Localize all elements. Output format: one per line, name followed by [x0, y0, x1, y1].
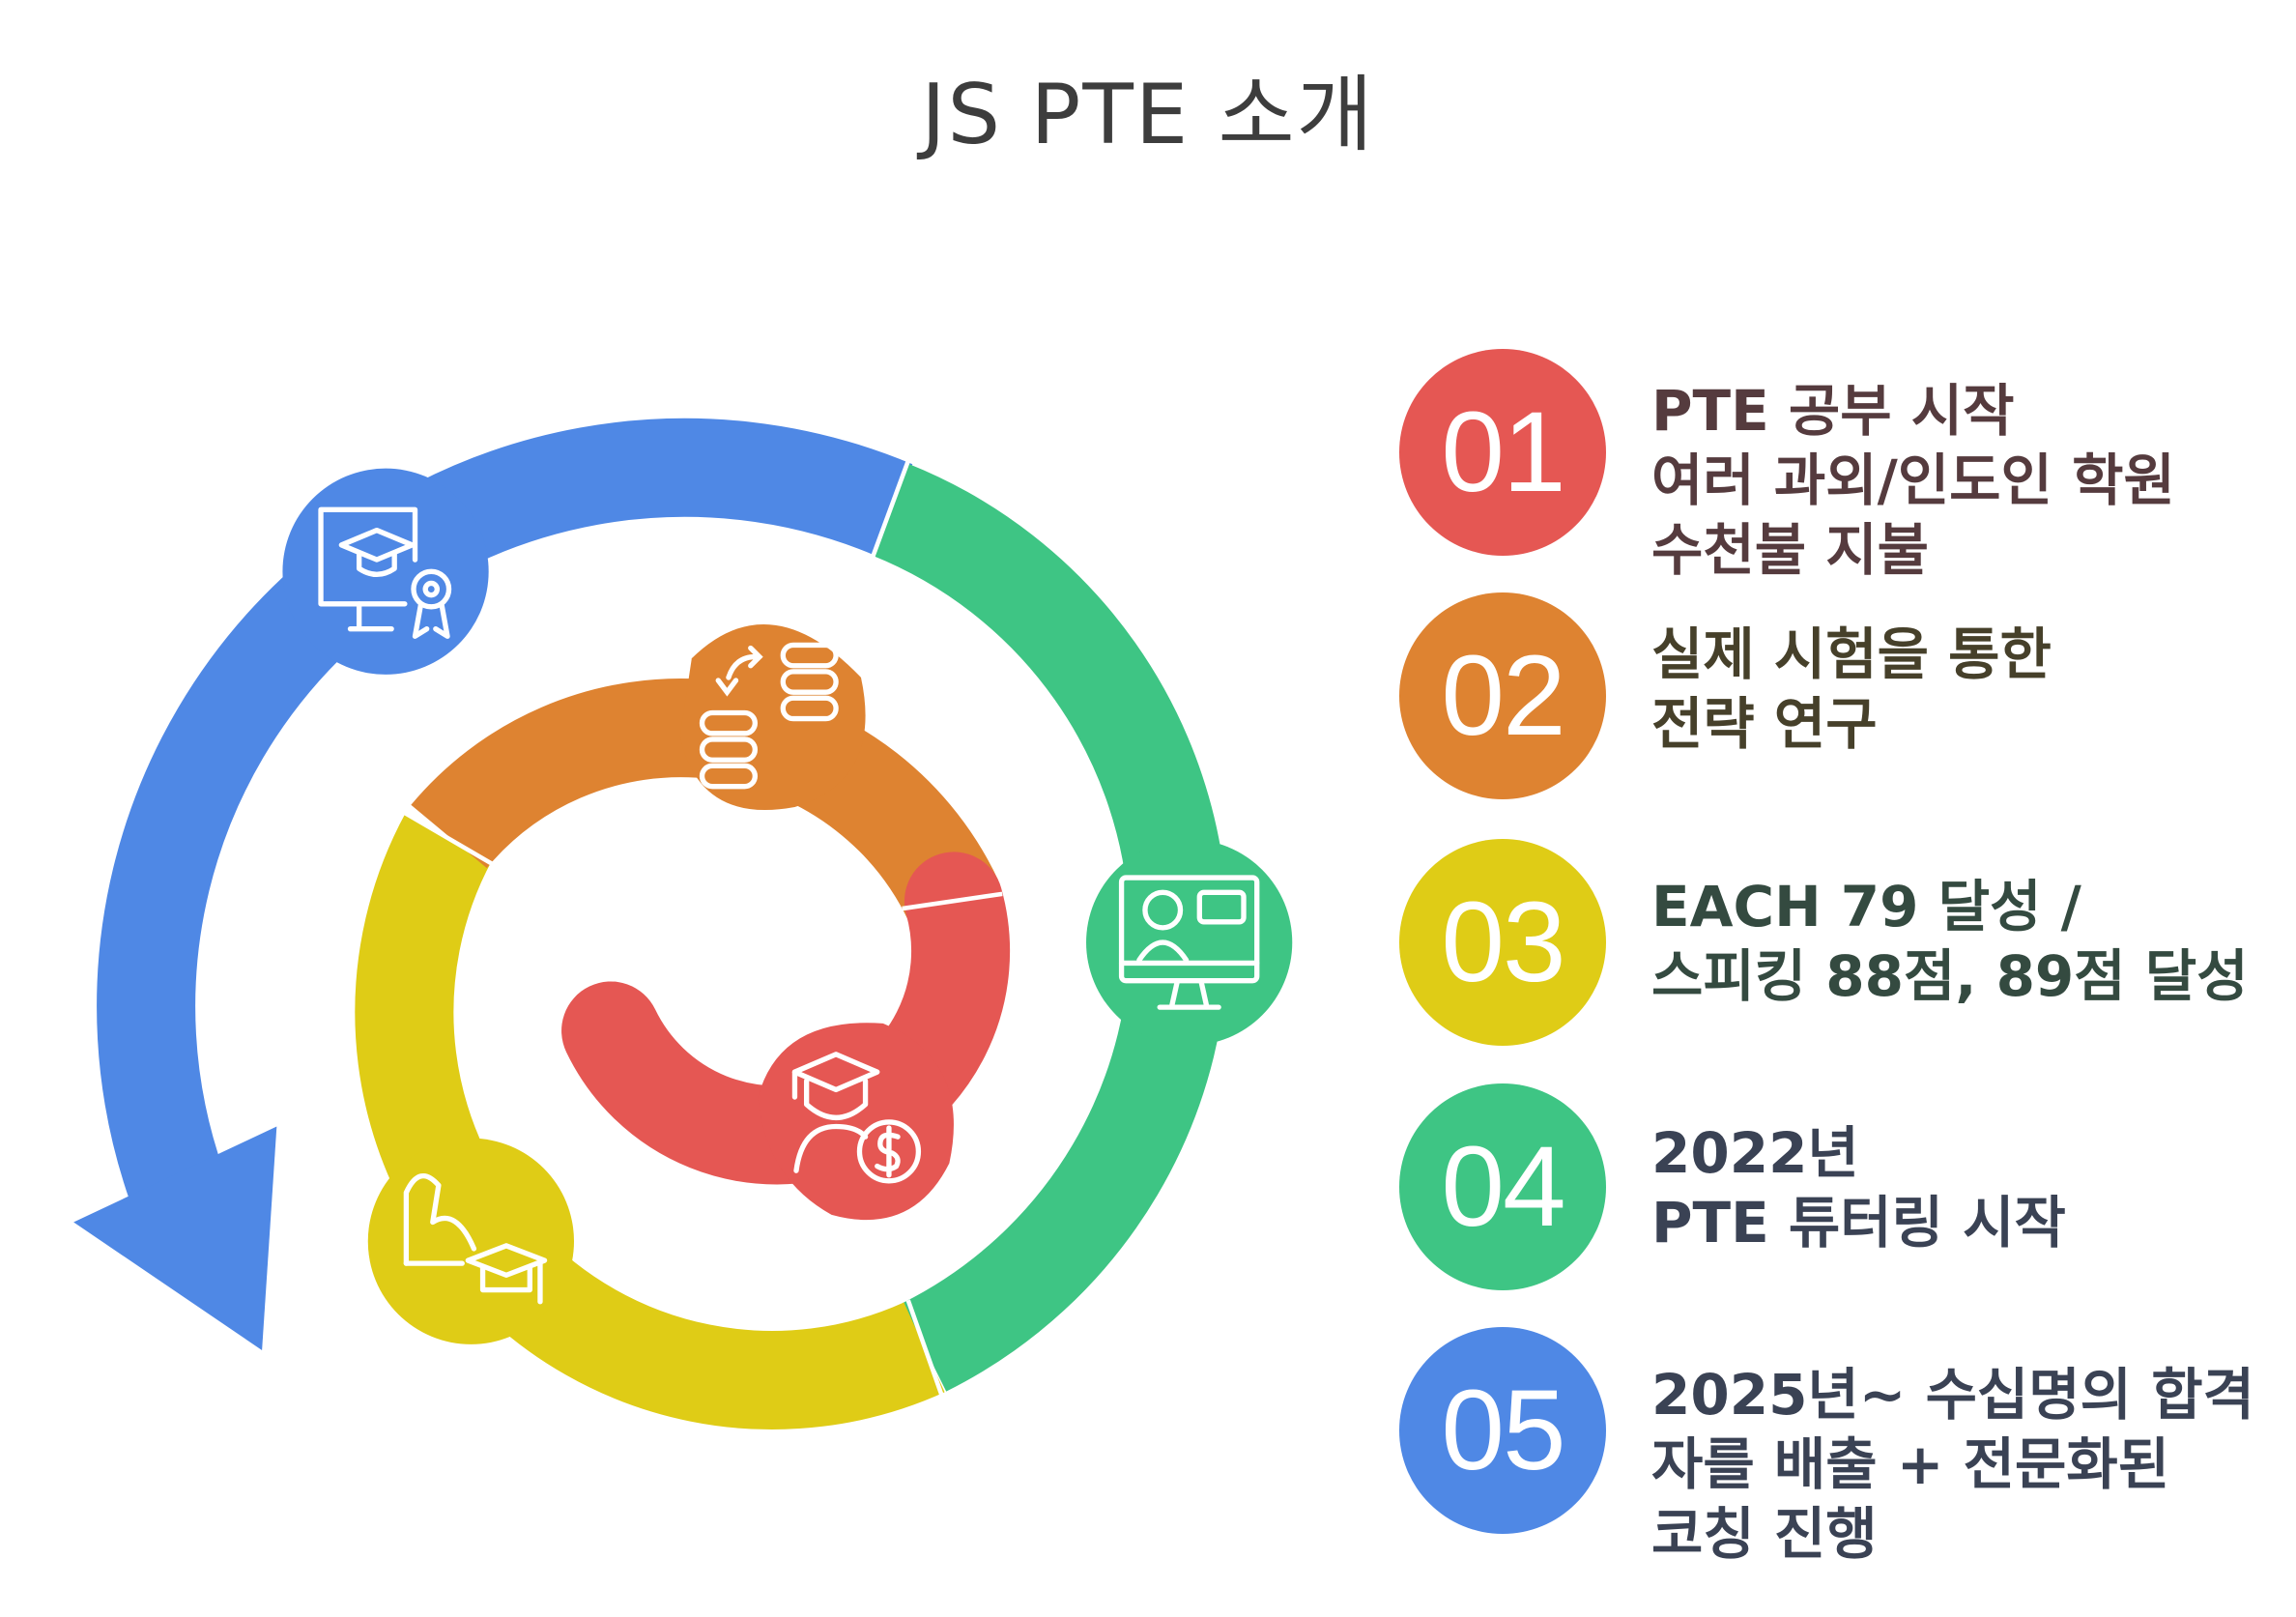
step-number-badge: 05	[1399, 1327, 1606, 1534]
step-04: 04 2022년 PTE 튜터링 시작	[1399, 1083, 2269, 1290]
step-text: EACH 79 달성 / 스피킹 88점, 89점 달성	[1651, 874, 2249, 1009]
page-title: JS PTE 소개	[921, 67, 1375, 163]
arrowhead	[73, 1126, 277, 1350]
step-03: 03 EACH 79 달성 / 스피킹 88점, 89점 달성	[1399, 839, 2269, 1046]
step-number-badge: 02	[1399, 592, 1606, 799]
online-tutor-icon	[1086, 839, 1293, 1046]
step-text: 2025년~ 수십명의 합격 자를 배출 + 전문화된 코칭 진행	[1651, 1362, 2254, 1567]
graduate-dollar-icon	[758, 1023, 954, 1221]
step-text: PTE 공부 시작 여러 과외/인도인 학원 수천불 지불	[1651, 378, 2175, 583]
step-number-badge: 01	[1399, 349, 1606, 556]
step-01: 01 PTE 공부 시작 여러 과외/인도인 학원 수천불 지불	[1399, 349, 2269, 583]
step-number-badge: 03	[1399, 839, 1606, 1046]
step-number-badge: 04	[1399, 1083, 1606, 1290]
flex-graduation-icon	[367, 1138, 574, 1344]
step-02: 02 실제 시험을 통한 전략 연구	[1399, 592, 2269, 799]
step-text: 실제 시험을 통한 전략 연구	[1651, 621, 2052, 757]
database-sync-icon	[679, 623, 866, 811]
step-text: 2022년 PTE 튜터링 시작	[1651, 1120, 2066, 1256]
step-05: 05 2025년~ 수십명의 합격 자를 배출 + 전문화된 코칭 진행	[1399, 1327, 2269, 1567]
online-certificate-icon	[282, 468, 489, 675]
